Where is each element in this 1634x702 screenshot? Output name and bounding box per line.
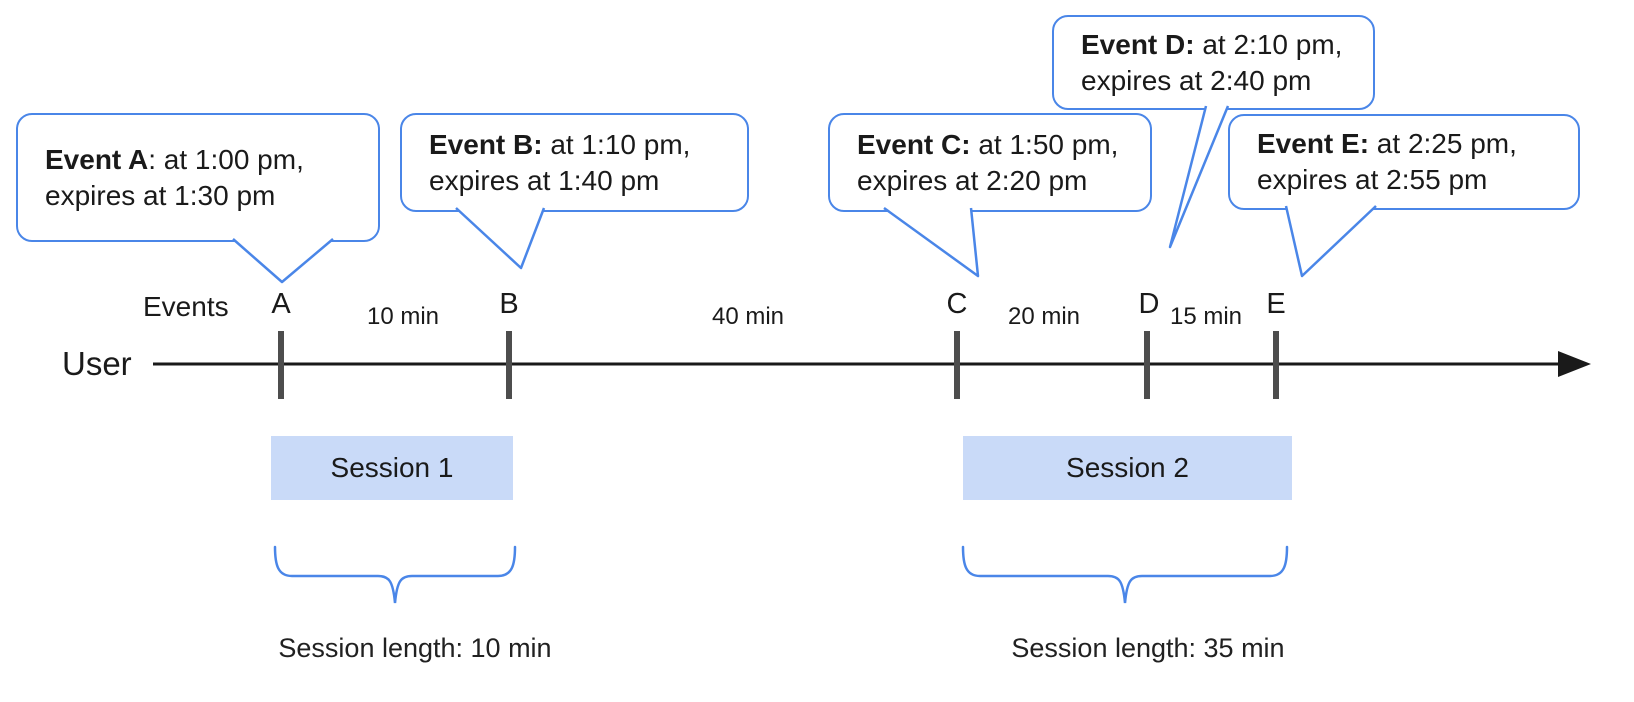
event-d-tick (1144, 331, 1150, 399)
event-d-time: at 2:10 pm, (1194, 28, 1343, 60)
event-e-time: at 2:25 pm, (1369, 128, 1517, 159)
event-c-bubble: Event C: at 1:50 pm, expires at 2:20 pm (828, 113, 1152, 212)
event-d-bubble-line1: Event D: at 2:10 pm, (1081, 27, 1373, 63)
session-2-label: Session 2 (1066, 452, 1189, 483)
event-a-bubble: Event A: at 1:00 pm, expires at 1:30 pm (16, 113, 380, 242)
session-1-box: Session 1 (271, 436, 513, 500)
event-d-bubble: Event D: at 2:10 pm, expires at 2:40 pm (1052, 15, 1375, 110)
event-b-bubble-tail (455, 207, 546, 270)
event-d-name: Event D: (1081, 28, 1195, 60)
event-e-name: Event E: (1257, 128, 1370, 159)
event-b-name: Event B: (429, 128, 543, 160)
event-a-bubble-line2: expires at 1:30 pm (45, 179, 276, 211)
event-a-tick (278, 331, 284, 399)
event-e-bubble-tail (1284, 205, 1377, 278)
timeline-arrowhead (1558, 351, 1591, 377)
event-c-tick-label: C (946, 288, 968, 320)
event-b-tick (506, 331, 512, 399)
event-a-bubble-tail (232, 238, 334, 284)
event-b-bubble-line2: expires at 1:40 pm (429, 164, 660, 196)
event-a-time: : at 1:00 pm, (148, 143, 304, 175)
event-c-bubble-line2: expires at 2:20 pm (857, 164, 1088, 196)
event-b-bubble-line1: Event B: at 1:10 pm, (429, 127, 747, 163)
event-c-time: at 1:50 pm, (970, 128, 1119, 160)
event-c-tick (954, 331, 960, 399)
event-b-time: at 1:10 pm, (542, 128, 691, 160)
interval-a-b-label: 10 min (366, 303, 440, 330)
event-c-bubble-line1: Event C: at 1:50 pm, (857, 127, 1150, 163)
event-a-tick-label: A (271, 288, 291, 320)
event-e-tick-label: E (1266, 288, 1286, 320)
event-e-tick (1273, 331, 1279, 399)
event-a-name: Event A (45, 143, 149, 175)
event-d-tick-label: D (1138, 288, 1160, 320)
session-2-brace (961, 545, 1289, 604)
event-e-bubble: Event E: at 2:25 pm, expires at 2:55 pm (1228, 114, 1580, 210)
event-b-bubble: Event B: at 1:10 pm, expires at 1:40 pm (400, 113, 749, 212)
events-axis-label: Events (143, 291, 229, 322)
event-a-bubble-line1: Event A: at 1:00 pm, (45, 142, 378, 178)
event-c-name: Event C: (857, 128, 971, 160)
interval-b-c-label: 40 min (711, 303, 785, 330)
event-e-bubble-line1: Event E: at 2:25 pm, (1257, 126, 1578, 162)
interval-c-d-label: 20 min (1007, 303, 1081, 330)
session-1-label: Session 1 (330, 452, 454, 483)
event-d-bubble-tail (1168, 105, 1230, 249)
event-c-bubble-tail (883, 206, 980, 278)
session-1-length-label: Session length: 10 min (278, 633, 552, 663)
event-d-bubble-line2: expires at 2:40 pm (1081, 64, 1312, 96)
session-2-length-label: Session length: 35 min (1011, 633, 1285, 663)
event-b-tick-label: B (499, 288, 519, 320)
user-axis-label: User (62, 345, 132, 382)
interval-d-e-label: 15 min (1169, 303, 1243, 330)
event-e-bubble-line2: expires at 2:55 pm (1257, 164, 1488, 195)
session-1-brace (273, 545, 517, 604)
session-2-box: Session 2 (963, 436, 1292, 500)
